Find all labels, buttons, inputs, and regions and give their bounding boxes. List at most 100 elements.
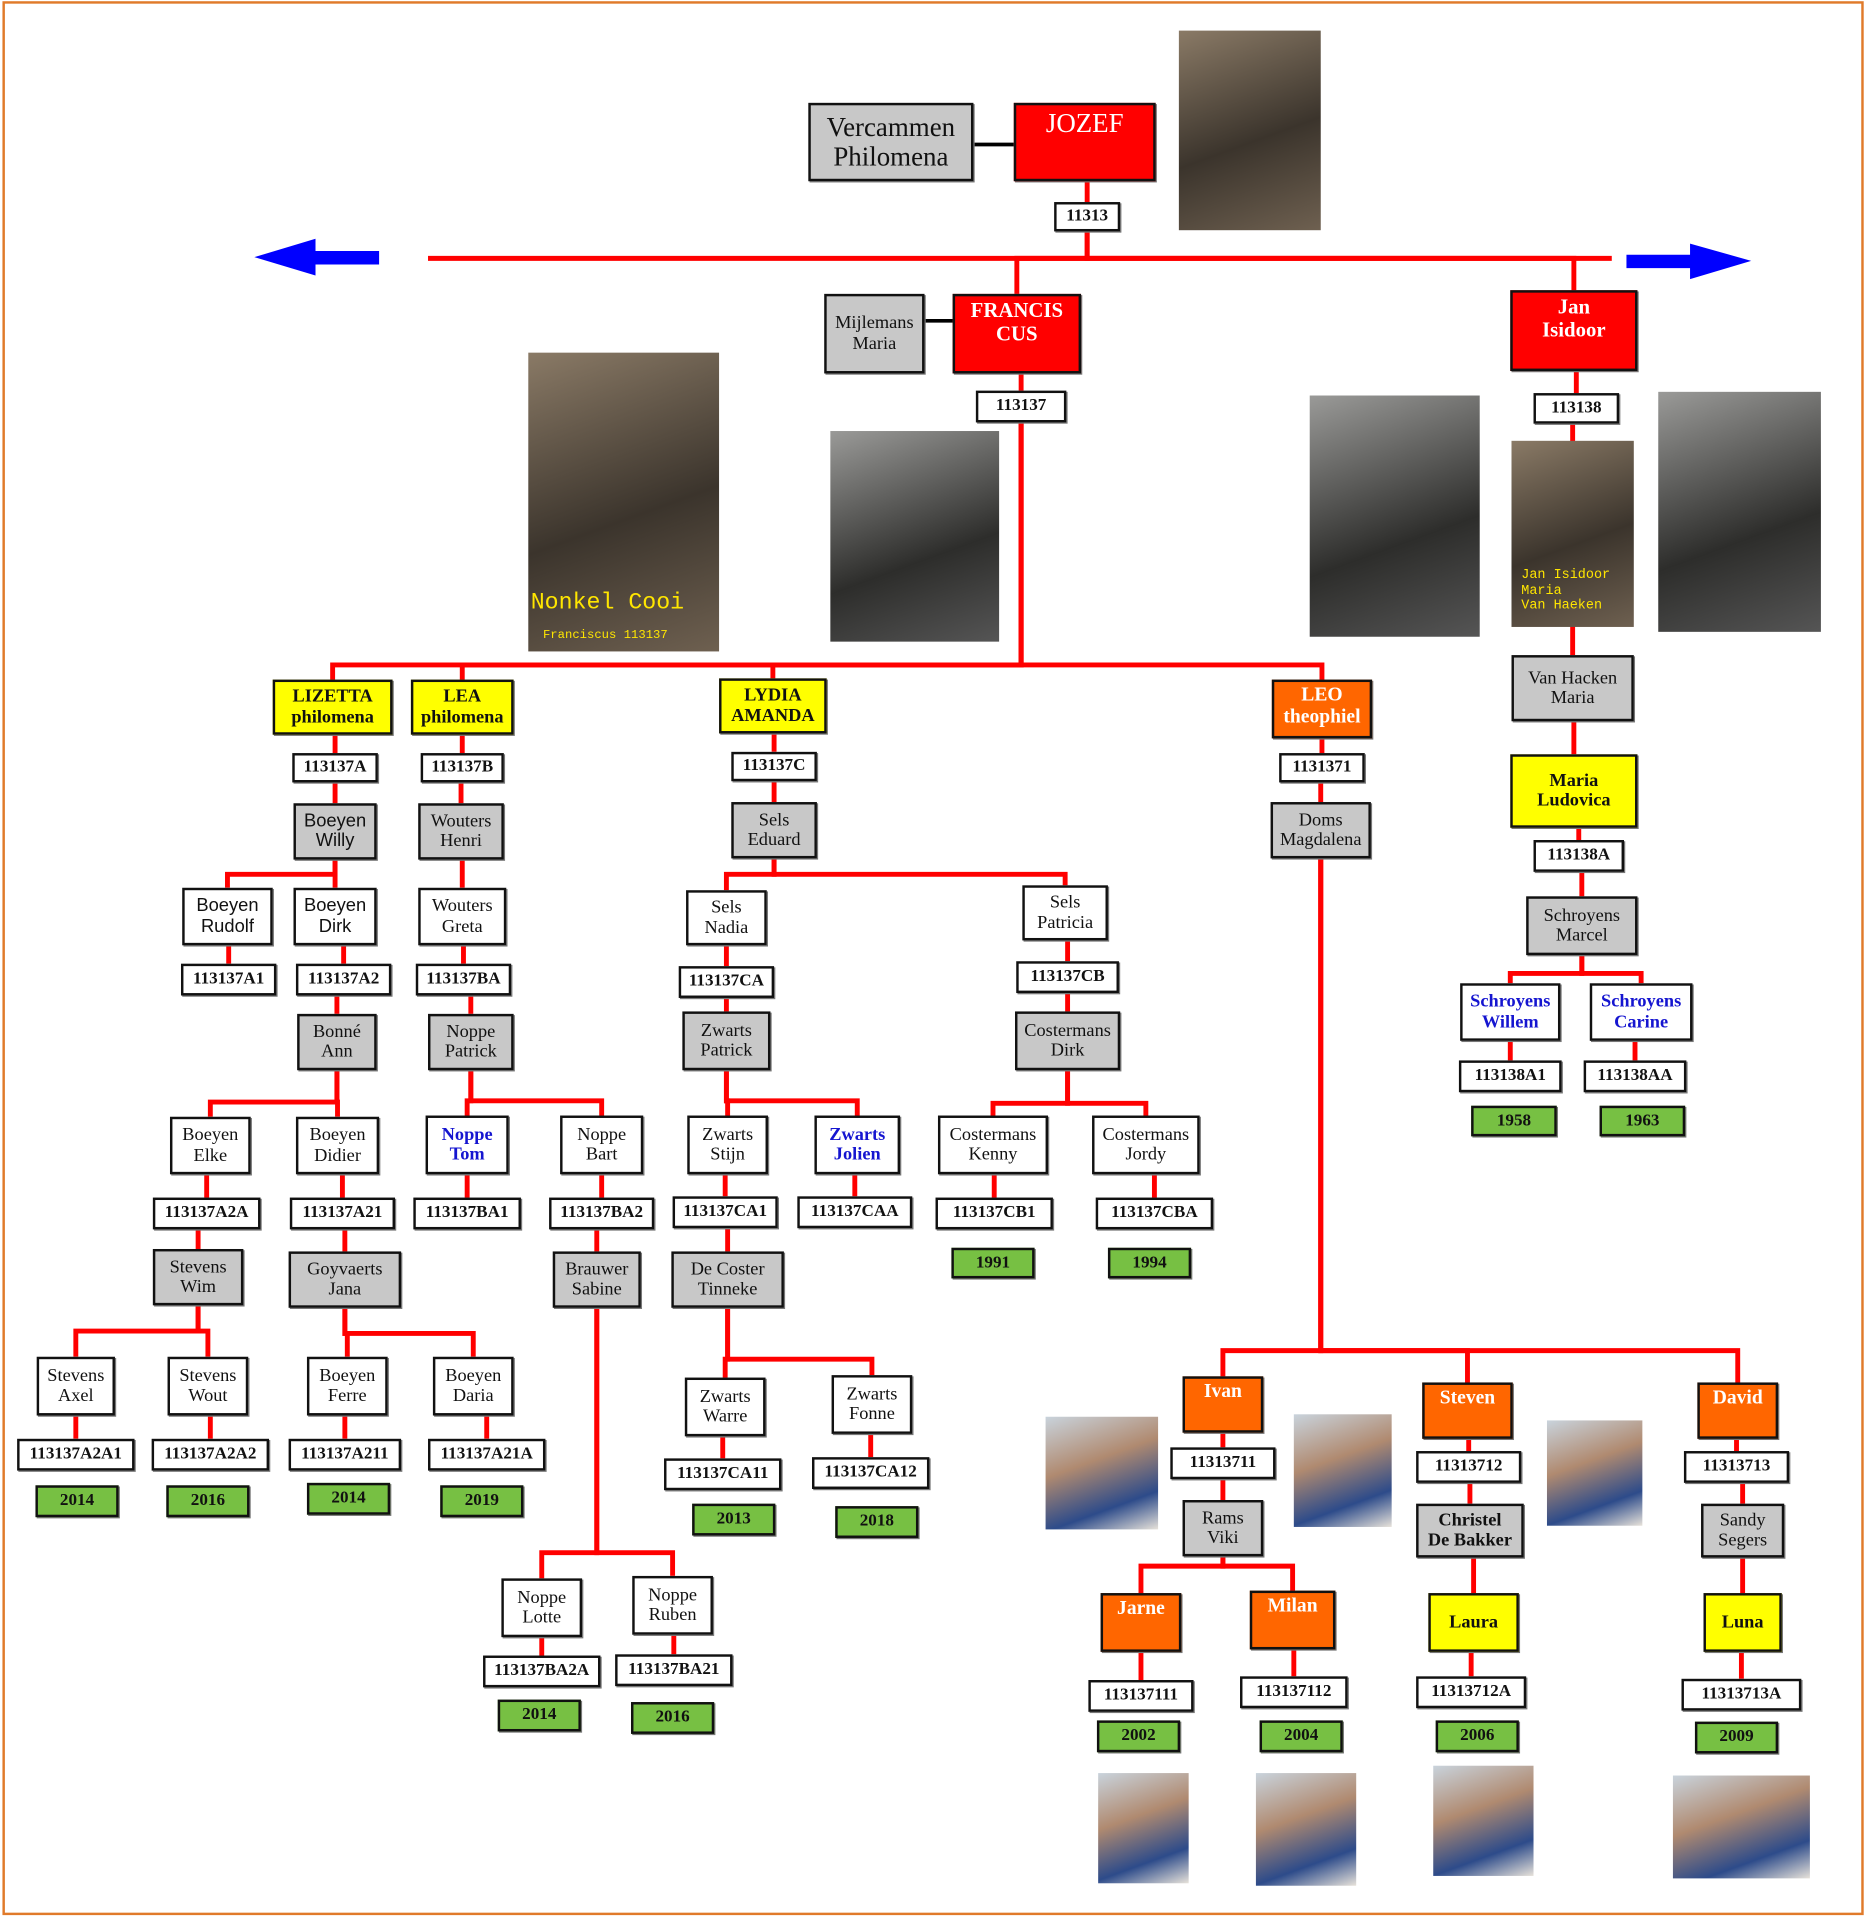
id-box-id113137: 113137 xyxy=(975,390,1067,423)
connector-line xyxy=(468,1070,605,1116)
left-arrow-icon xyxy=(254,238,380,276)
jan-isidoor-portrait-photo xyxy=(1658,391,1821,632)
person-box-jolien: Zwarts Jolien xyxy=(814,1115,901,1175)
person-box-vercammen: Vercammen Philomena xyxy=(808,102,974,182)
year-badge-y1963: 1963 xyxy=(1599,1105,1686,1137)
franciscus-family-photo: Nonkel Cooi Franciscus 113137 xyxy=(528,352,720,652)
id-box-id11313713: 11313713 xyxy=(1683,1451,1790,1483)
connector-line xyxy=(725,1307,875,1376)
id-box-id11313: 11313 xyxy=(1054,202,1121,232)
person-box-janisidoor: Jan Isidoor xyxy=(1510,290,1638,372)
person-box-henri: Wouters Henri xyxy=(418,803,504,860)
id-box-id11313711: 11313711 xyxy=(1170,1447,1276,1480)
person-box-doms: Doms Magdalena xyxy=(1270,802,1371,859)
id-box-id113137CB: 113137CB xyxy=(1016,961,1119,994)
year-badge-y2014a: 2014 xyxy=(35,1485,119,1518)
id-box-id113137CA: 113137CA xyxy=(678,966,775,998)
id-box-id1131371: 1131371 xyxy=(1279,753,1365,783)
person-box-carine: Schroyens Carine xyxy=(1589,983,1693,1041)
person-box-christel: Christel De Bakker xyxy=(1416,1503,1524,1558)
id-box-id113137A21: 113137A21 xyxy=(289,1197,395,1230)
year-badge-y2014b: 2014 xyxy=(306,1482,391,1515)
connector-line xyxy=(1065,1070,1149,1116)
person-box-jana: Goyvaerts Jana xyxy=(288,1251,402,1308)
year-badge-y2016a: 2016 xyxy=(166,1485,250,1518)
connector-line xyxy=(1507,955,1585,984)
id-box-id113137A211: 113137A211 xyxy=(288,1438,402,1471)
person-box-milan: Milan xyxy=(1249,1590,1336,1650)
person-box-franciscus: FRANCIS CUS xyxy=(952,293,1082,374)
id-box-id113137BA: 113137BA xyxy=(415,963,512,996)
jozef-couple-photo xyxy=(1178,30,1321,231)
year-badge-y2002: 2002 xyxy=(1096,1720,1181,1753)
id-box-id113137C: 113137C xyxy=(731,751,817,782)
person-box-mijlemans: Mijlemans Maria xyxy=(824,293,925,374)
person-box-tinneke: De Coster Tinneke xyxy=(671,1251,784,1308)
id-box-id11313713A: 11313713A xyxy=(1681,1678,1802,1711)
viki-photo xyxy=(1045,1416,1159,1530)
person-box-wim: Stevens Wim xyxy=(152,1248,244,1306)
connector-line xyxy=(225,859,338,888)
id-box-id113137CA11: 113137CA11 xyxy=(664,1458,782,1491)
connector-line xyxy=(1138,1556,1226,1594)
year-badge-y2006: 2006 xyxy=(1435,1720,1519,1753)
person-box-steven: Steven xyxy=(1422,1382,1513,1439)
id-box-id113138A: 113138A xyxy=(1533,840,1625,872)
connector-line xyxy=(73,1305,201,1357)
year-badge-y2014c: 2014 xyxy=(497,1699,581,1732)
person-box-viki: Rams Viki xyxy=(1182,1500,1264,1557)
id-box-id113138: 113138 xyxy=(1533,393,1620,424)
id-box-id113138A1: 113138A1 xyxy=(1458,1060,1562,1093)
connector-line xyxy=(342,1307,476,1357)
connector-line xyxy=(1579,955,1644,984)
id-box-id113137CA1: 113137CA1 xyxy=(672,1196,778,1229)
franciscus-portrait-photo xyxy=(830,431,1000,642)
connector-line xyxy=(771,858,1068,886)
person-box-jordy: Costermans Jordy xyxy=(1092,1115,1200,1175)
year-badge-y2009: 2009 xyxy=(1694,1721,1779,1754)
person-box-warre: Zwarts Warre xyxy=(684,1377,766,1437)
connector-line xyxy=(990,1070,1071,1116)
person-box-ivan: Ivan xyxy=(1182,1376,1264,1433)
person-box-patricia: Sels Patricia xyxy=(1022,885,1108,941)
id-box-id113138AA: 113138AA xyxy=(1583,1060,1687,1093)
connector-line xyxy=(1220,1556,1296,1591)
person-box-dirk: Boeyen Dirk xyxy=(293,887,377,946)
person-box-lea: LEA philomena xyxy=(410,679,514,735)
jan-isidoor-couple-photo: Jan Isidoor Maria Van Haeken xyxy=(1511,440,1634,627)
person-box-zpatrick: Zwarts Patrick xyxy=(682,1011,771,1071)
connector-line xyxy=(334,1070,340,1117)
person-box-npatrick: Noppe Patrick xyxy=(428,1013,514,1071)
id-box-id113137BA1: 113137BA1 xyxy=(413,1197,521,1230)
person-box-kenny: Costermans Kenny xyxy=(937,1115,1049,1175)
connector-line xyxy=(594,1307,676,1576)
person-box-marcel: Schroyens Marcel xyxy=(1526,896,1638,956)
person-box-ruben: Noppe Ruben xyxy=(632,1575,713,1635)
person-box-jarne: Jarne xyxy=(1100,1593,1182,1652)
id-box-id113137A2A1: 113137A2A1 xyxy=(17,1438,135,1471)
year-badge-y1991: 1991 xyxy=(951,1247,1035,1279)
year-badge-y2018: 2018 xyxy=(835,1506,919,1538)
person-box-rudolf: Boeyen Rudolf xyxy=(182,887,273,946)
person-box-willem: Schroyens Willem xyxy=(1460,983,1561,1041)
year-badge-y2013: 2013 xyxy=(692,1503,776,1536)
id-box-id113137A21A: 113137A21A xyxy=(428,1438,546,1471)
person-box-luna: Luna xyxy=(1703,1593,1782,1652)
family-photo-caption-1: Nonkel Cooi xyxy=(530,588,685,616)
couple-photo-caption: Jan Isidoor Maria Van Haeken xyxy=(1521,568,1611,614)
person-box-bart: Noppe Bart xyxy=(560,1115,644,1175)
person-box-lotte: Noppe Lotte xyxy=(501,1578,583,1638)
connector-line xyxy=(1084,231,1577,291)
id-box-id113137A2: 113137A2 xyxy=(295,963,392,996)
year-badge-y1994: 1994 xyxy=(1107,1247,1192,1279)
connector-line xyxy=(1318,858,1470,1383)
person-box-sabine: Brauwer Sabine xyxy=(552,1251,641,1308)
ivan-photo xyxy=(1293,1414,1392,1527)
person-box-lydia: LYDIA AMANDA xyxy=(719,678,827,734)
person-box-willy: Boeyen Willy xyxy=(293,803,377,860)
person-box-vanhacken: Van Hacken Maria xyxy=(1511,655,1634,722)
person-box-leo: LEO theophiel xyxy=(1271,679,1373,739)
person-box-laura: Laura xyxy=(1428,1593,1519,1652)
